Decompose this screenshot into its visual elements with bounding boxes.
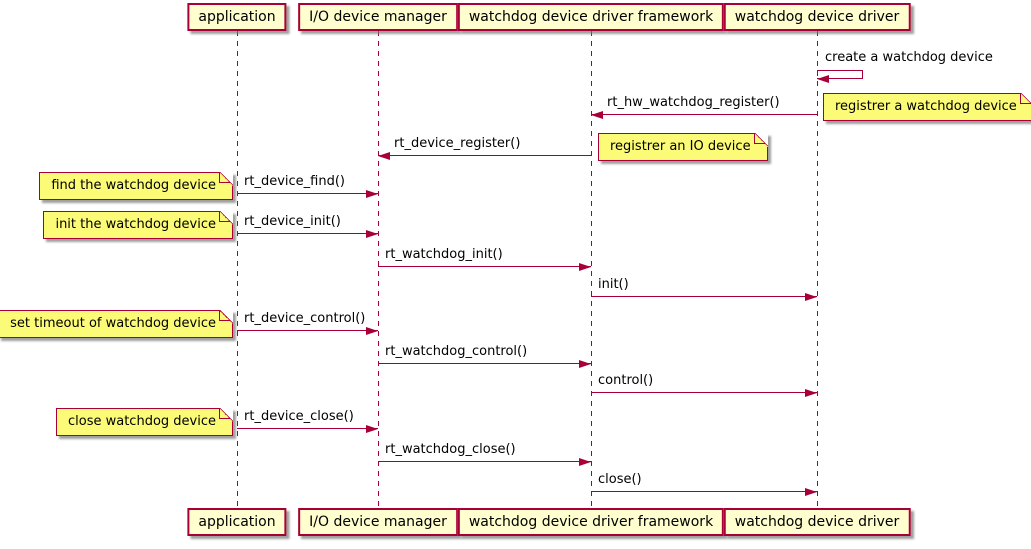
lifeline-application — [237, 31, 238, 508]
message-rt-device-init: rt_device_init() — [237, 214, 378, 238]
message-rt-device-control: rt_device_control() — [237, 311, 378, 335]
participant-io-device-manager-bottom: I/O device manager — [298, 508, 458, 536]
arrowhead-right-icon — [805, 488, 817, 496]
arrowhead-right-icon — [579, 458, 591, 466]
message-line — [378, 266, 591, 267]
message-label: create a watchdog device — [825, 50, 993, 65]
note-fold-icon — [219, 310, 233, 324]
message-line — [591, 392, 817, 393]
message-rt-hw-watchdog-register: rt_hw_watchdog_register() — [591, 95, 817, 119]
message-label: rt_watchdog_close() — [385, 442, 516, 457]
message-control: control() — [591, 373, 817, 397]
note-text: init the watchdog device — [55, 217, 216, 232]
message-label: rt_hw_watchdog_register() — [607, 95, 780, 110]
note-fold-icon — [753, 133, 768, 147]
participant-io-device-manager-top: I/O device manager — [298, 3, 458, 31]
lifeline-watchdog-framework — [591, 31, 592, 508]
arrowhead-left-icon — [378, 152, 390, 160]
message-label: rt_device_close() — [244, 409, 354, 424]
message-line — [237, 330, 378, 331]
participant-watchdog-framework-bottom: watchdog device driver framework — [457, 508, 725, 536]
message-line — [237, 193, 378, 194]
note-text: registrer a watchdog device — [835, 99, 1017, 114]
message-line — [237, 233, 378, 234]
participant-watchdog-framework-top: watchdog device driver framework — [457, 3, 725, 31]
note-fold-icon — [219, 408, 233, 422]
message-line — [378, 155, 591, 156]
note-text: close watchdog device — [68, 414, 216, 429]
arrowhead-right-icon — [579, 360, 591, 368]
arrowhead-right-icon — [366, 425, 378, 433]
note-set-timeout-of-watchdog-device: set timeout of watchdog device — [0, 310, 233, 338]
arrowhead-right-icon — [366, 190, 378, 198]
message-label: rt_device_control() — [244, 311, 366, 326]
note-fold-icon — [219, 211, 233, 225]
arrowhead-left-icon — [817, 75, 829, 83]
message-line — [378, 461, 591, 462]
arrowhead-right-icon — [579, 263, 591, 271]
arrowhead-right-icon — [366, 327, 378, 335]
message-line — [591, 491, 817, 492]
note-text: set timeout of watchdog device — [10, 316, 216, 331]
message-rt-watchdog-control: rt_watchdog_control() — [378, 344, 591, 368]
note-text: registrer an IO device — [610, 139, 751, 154]
arrowhead-right-icon — [805, 389, 817, 397]
message-line — [591, 296, 817, 297]
note-find-the-watchdog-device: find the watchdog device — [39, 172, 233, 200]
participant-application-bottom: application — [187, 508, 287, 536]
message-line — [591, 114, 817, 115]
note-fold-icon — [1019, 93, 1031, 107]
participant-application-top: application — [187, 3, 287, 31]
participant-watchdog-driver-bottom: watchdog device driver — [723, 508, 911, 536]
message-close: close() — [591, 472, 817, 496]
message-label: rt_watchdog_init() — [385, 247, 503, 262]
note-text: find the watchdog device — [51, 178, 216, 193]
participant-watchdog-driver-top: watchdog device driver — [723, 3, 911, 31]
message-label: close() — [598, 472, 642, 487]
message-init: init() — [591, 277, 817, 301]
message-label: rt_device_register() — [394, 136, 521, 151]
note-close-watchdog-device: close watchdog device — [56, 408, 233, 436]
lifeline-io-device-manager — [378, 31, 379, 508]
message-rt-device-register: rt_device_register() — [378, 136, 591, 160]
arrowhead-left-icon — [591, 111, 603, 119]
note-fold-icon — [219, 172, 233, 186]
message-line — [237, 428, 378, 429]
arrowhead-right-icon — [366, 230, 378, 238]
message-rt-watchdog-init: rt_watchdog_init() — [378, 247, 591, 271]
message-line — [378, 363, 591, 364]
message-label: rt_device_init() — [244, 214, 341, 229]
message-label: rt_watchdog_control() — [385, 344, 528, 359]
message-create-a-watchdog-device: create a watchdog device — [817, 50, 1031, 84]
self-loop-line — [817, 70, 863, 79]
lifeline-watchdog-driver — [817, 31, 818, 508]
note-registrer-a-watchdog-device: registrer a watchdog device — [823, 93, 1031, 121]
note-init-the-watchdog-device: init the watchdog device — [43, 211, 233, 239]
message-rt-device-close: rt_device_close() — [237, 409, 378, 433]
message-label: rt_device_find() — [244, 174, 345, 189]
arrowhead-right-icon — [805, 293, 817, 301]
message-rt-watchdog-close: rt_watchdog_close() — [378, 442, 591, 466]
message-rt-device-find: rt_device_find() — [237, 174, 378, 198]
message-label: control() — [598, 373, 654, 388]
note-registrer-an-io-device: registrer an IO device — [598, 133, 768, 161]
message-label: init() — [598, 277, 629, 292]
